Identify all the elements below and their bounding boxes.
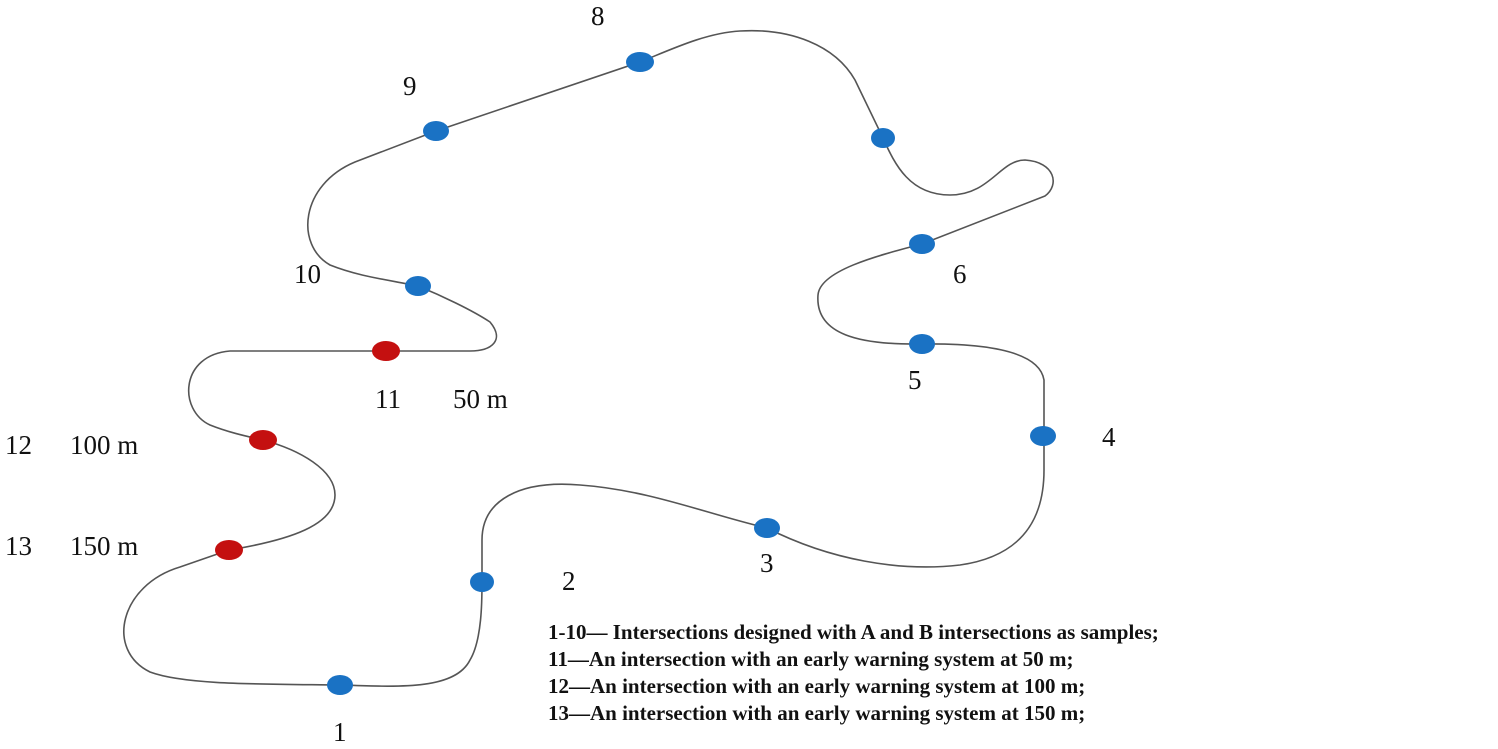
node-label-8: 8 <box>591 1 605 31</box>
intersection-node-13: 13 150 m <box>5 531 243 561</box>
node-label-11: 11 <box>375 384 401 414</box>
node-marker-4 <box>1030 426 1056 446</box>
node-label-6: 6 <box>953 259 967 289</box>
intersection-node-10: 10 <box>294 259 431 296</box>
node-marker-9 <box>423 121 449 141</box>
node-marker-3 <box>754 518 780 538</box>
node-distance-13: 150 m <box>70 531 138 561</box>
node-marker-5 <box>909 334 935 354</box>
intersection-node-2: 2 <box>470 566 576 596</box>
legend-line-3: 12—An intersection with an early warning… <box>548 674 1085 698</box>
legend-line-1: 1-10— Intersections designed with A and … <box>548 620 1159 644</box>
node-marker-6 <box>909 234 935 254</box>
intersection-node-1: 1 <box>327 675 353 747</box>
intersection-node-3: 3 <box>754 518 780 578</box>
intersection-node-5: 5 <box>908 334 935 395</box>
route-path <box>123 29 1054 687</box>
node-label-5: 5 <box>908 365 922 395</box>
node-marker-1 <box>327 675 353 695</box>
intersection-node-6: 6 <box>909 234 967 289</box>
node-distance-12: 100 m <box>70 430 138 460</box>
intersection-node-9: 9 <box>403 71 449 141</box>
node-label-2: 2 <box>562 566 576 596</box>
node-marker-8 <box>626 52 654 72</box>
node-label-12: 12 <box>5 430 32 460</box>
intersection-node-8: 8 <box>591 1 654 72</box>
node-marker-10 <box>405 276 431 296</box>
intersection-node-7 <box>871 128 895 148</box>
node-marker-12 <box>249 430 277 450</box>
legend-line-2: 11—An intersection with an early warning… <box>548 647 1074 671</box>
legend: 1-10— Intersections designed with A and … <box>548 620 1159 725</box>
intersection-node-12: 12 100 m <box>5 430 277 460</box>
intersection-node-4: 4 <box>1030 422 1116 452</box>
node-marker-2 <box>470 572 494 592</box>
node-label-1: 1 <box>333 717 347 747</box>
node-marker-13 <box>215 540 243 560</box>
node-distance-11: 50 m <box>453 384 508 414</box>
node-marker-11 <box>372 341 400 361</box>
node-label-9: 9 <box>403 71 417 101</box>
legend-line-4: 13—An intersection with an early warning… <box>548 701 1085 725</box>
node-label-13: 13 <box>5 531 32 561</box>
node-marker-7 <box>871 128 895 148</box>
node-label-4: 4 <box>1102 422 1116 452</box>
node-label-10: 10 <box>294 259 321 289</box>
node-label-3: 3 <box>760 548 774 578</box>
intersection-node-11: 11 50 m <box>372 341 508 414</box>
